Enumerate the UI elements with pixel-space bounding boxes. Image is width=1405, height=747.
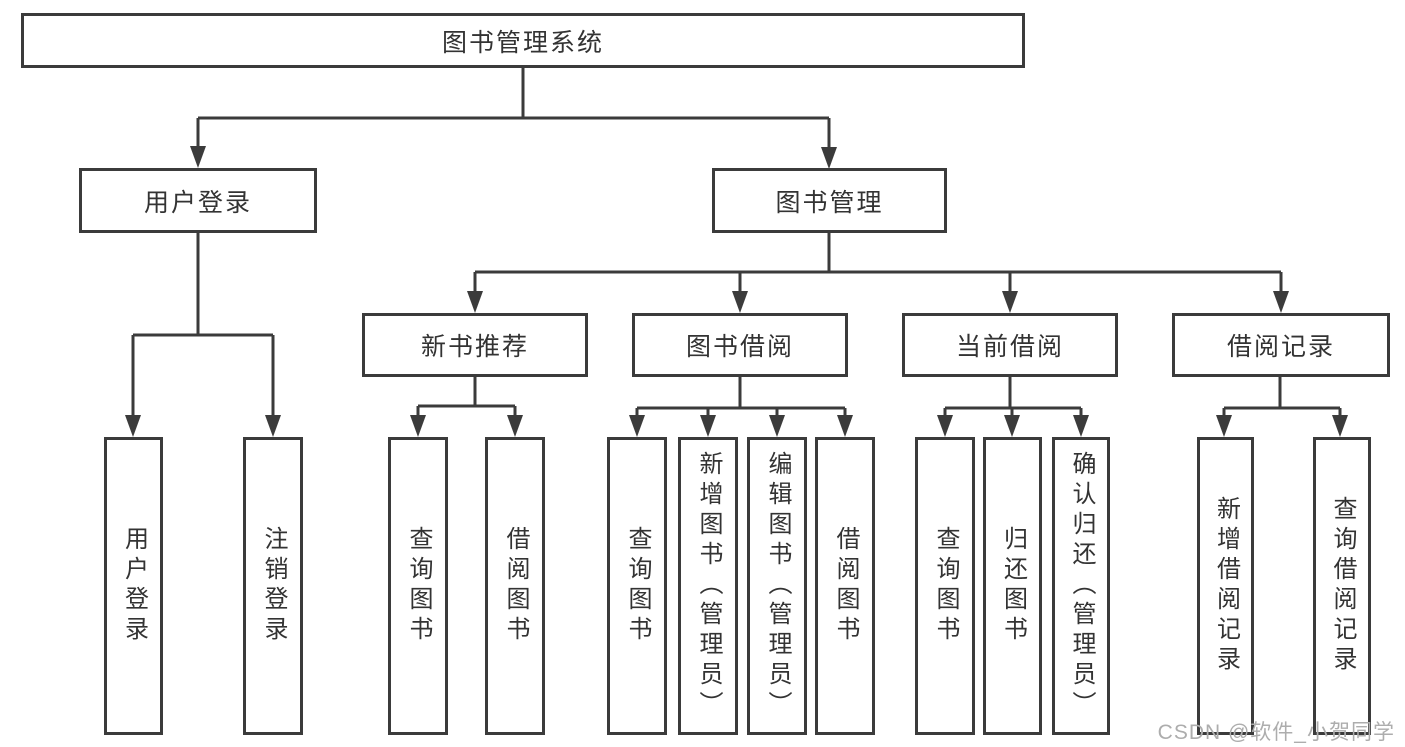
leaf-newbook-borrow-books: 借阅图书 — [485, 437, 545, 735]
node-library-system: 图书管理系统 — [21, 13, 1025, 68]
node-borrow-records: 借阅记录 — [1172, 313, 1390, 377]
leaf-records-query-record: 查询借阅记录 — [1313, 437, 1371, 735]
node-user-login: 用户登录 — [79, 168, 317, 233]
leaf-label: 借阅图书 — [502, 526, 529, 646]
csdn-watermark: CSDN @软件_小贺同学 — [1157, 721, 1395, 744]
node-book-borrowing: 图书借阅 — [632, 313, 848, 377]
leaf-current-return-books: 归还图书 — [983, 437, 1042, 735]
leaf-label: 新增借阅记录 — [1212, 496, 1240, 676]
leaf-label: 确认归还（管理员） — [1068, 451, 1095, 721]
leaf-label: 归还图书 — [999, 526, 1027, 646]
leaf-borrowing-query-books: 查询图书 — [607, 437, 667, 735]
leaf-label: 用户登录 — [120, 526, 148, 646]
leaf-current-confirm-return-admin: 确认归还（管理员） — [1052, 437, 1110, 735]
leaf-label: 查询借阅记录 — [1329, 496, 1356, 676]
leaf-current-query-books: 查询图书 — [915, 437, 975, 735]
leaf-label: 注销登录 — [260, 526, 287, 646]
leaf-label: 新增图书（管理员） — [695, 451, 722, 721]
leaf-newbook-query-books: 查询图书 — [388, 437, 448, 735]
leaf-records-add-record: 新增借阅记录 — [1197, 437, 1254, 735]
leaf-label: 查询图书 — [405, 526, 432, 646]
node-current-borrowing: 当前借阅 — [902, 313, 1118, 377]
leaf-borrowing-add-books-admin: 新增图书（管理员） — [678, 437, 738, 735]
node-new-book-recommend: 新书推荐 — [362, 313, 588, 377]
leaf-borrowing-edit-books-admin: 编辑图书（管理员） — [747, 437, 807, 735]
node-book-management: 图书管理 — [712, 168, 947, 233]
leaf-label: 查询图书 — [624, 526, 651, 646]
leaf-label: 编辑图书（管理员） — [764, 451, 791, 721]
leaf-label: 借阅图书 — [832, 526, 859, 646]
leaf-user-login: 用户登录 — [104, 437, 163, 735]
leaf-label: 查询图书 — [932, 526, 959, 646]
leaf-borrowing-borrow-books: 借阅图书 — [815, 437, 875, 735]
leaf-logout: 注销登录 — [243, 437, 303, 735]
